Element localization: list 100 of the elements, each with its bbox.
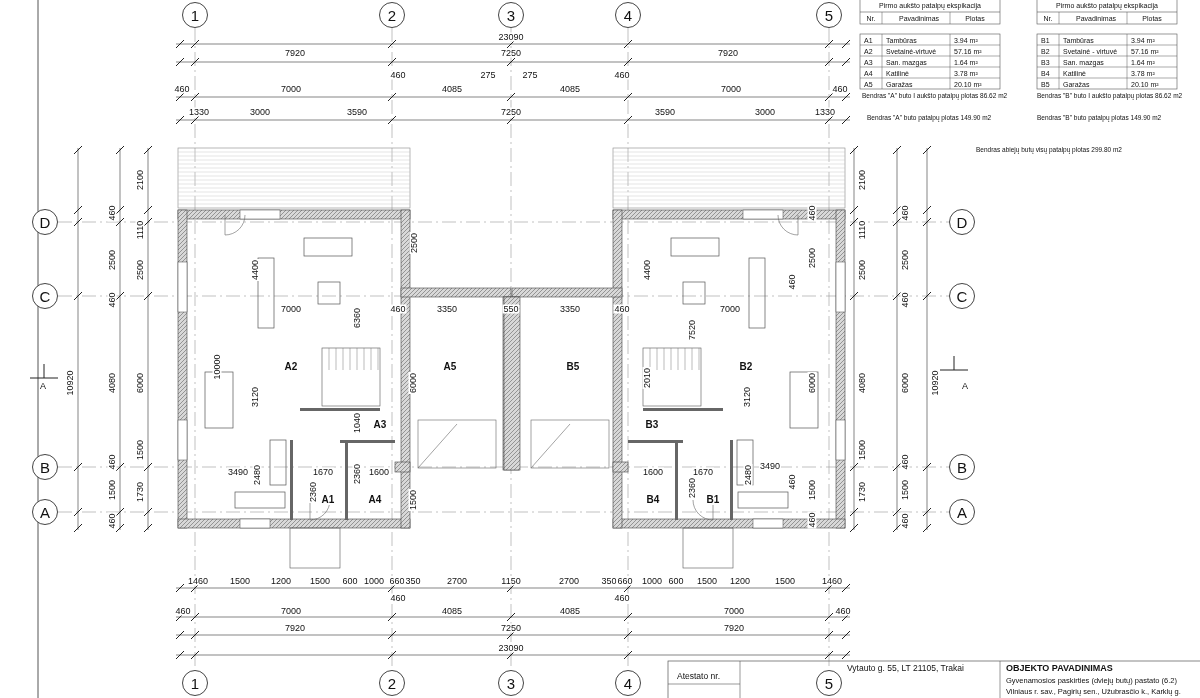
dimension-label: 2480 bbox=[743, 464, 753, 486]
dimension-label: 7250 bbox=[500, 48, 522, 58]
dimension-label: 460 bbox=[174, 606, 192, 616]
dimension-label: 460 bbox=[613, 70, 631, 80]
dimension-label: 7000 bbox=[280, 84, 302, 94]
dimension-label: 1500 bbox=[107, 479, 117, 501]
dimension-label: 4400 bbox=[250, 259, 260, 281]
title-block-heading: OBJEKTO PAVADINIMAS bbox=[1005, 663, 1114, 673]
dimension-label: 2100 bbox=[857, 169, 867, 191]
room-label: A3 bbox=[372, 420, 388, 430]
dimension-label: 1500 bbox=[857, 439, 867, 461]
dimension-label: 6000 bbox=[807, 372, 817, 394]
grid-bubble: A bbox=[949, 499, 975, 525]
title-block-text: Atestato nr. bbox=[676, 671, 721, 681]
dimension-label: 2480 bbox=[252, 464, 262, 486]
dimension-label: 10920 bbox=[65, 369, 75, 397]
grid-bubble: 3 bbox=[498, 670, 524, 696]
dimension-label: 460 bbox=[107, 204, 117, 222]
dimension-label: 460 bbox=[107, 512, 117, 530]
dimension-label: 7920 bbox=[723, 623, 745, 633]
room-label: A2 bbox=[283, 362, 299, 372]
dimension-label: 460 bbox=[173, 84, 191, 94]
dimension-label: 4085 bbox=[441, 84, 463, 94]
dimension-label: 7000 bbox=[720, 84, 742, 94]
dimension-label: 3000 bbox=[249, 107, 271, 117]
grid-bubble: C bbox=[949, 283, 975, 309]
room-label: B4 bbox=[645, 495, 661, 505]
dimension-label: 1000 bbox=[641, 576, 663, 586]
grid-bubble: B bbox=[949, 454, 975, 480]
dimension-label: 7920 bbox=[284, 48, 306, 58]
grid-bubble: 5 bbox=[816, 2, 842, 28]
dimension-label: 460 bbox=[807, 511, 817, 529]
room-label: B3 bbox=[644, 420, 660, 430]
dimension-label: 460 bbox=[389, 304, 407, 314]
grid-bubble: 1 bbox=[182, 670, 208, 696]
dimension-label: 1200 bbox=[270, 576, 292, 586]
dimension-label: 1670 bbox=[312, 467, 334, 477]
dimension-label: 3590 bbox=[346, 107, 368, 117]
dimension-label: 1200 bbox=[729, 576, 751, 586]
dimension-label: 7920 bbox=[717, 48, 739, 58]
dimension-label: 2360 bbox=[308, 481, 318, 503]
dimension-label: 460 bbox=[900, 291, 910, 309]
grid-bubble: B bbox=[32, 454, 58, 480]
dimension-label: 1460 bbox=[187, 576, 209, 586]
dimension-label: 1000 bbox=[363, 576, 385, 586]
grid-bubble: 1 bbox=[182, 2, 208, 28]
room-label: B5 bbox=[565, 362, 581, 372]
grid-bubble: 5 bbox=[816, 670, 842, 696]
grid-bubble: 4 bbox=[615, 2, 641, 28]
dimension-label: 6000 bbox=[135, 372, 145, 394]
dimension-label: 4080 bbox=[107, 372, 117, 394]
grid-bubble: 2 bbox=[379, 670, 405, 696]
dimension-label: 600 bbox=[667, 576, 685, 586]
dimension-label: 460 bbox=[613, 304, 631, 314]
dimension-label: 460 bbox=[389, 593, 407, 603]
dimension-label: 460 bbox=[613, 593, 631, 603]
dimension-label: 1110 bbox=[135, 219, 145, 241]
dimension-label: 1330 bbox=[188, 107, 210, 117]
grid-bubble: 2 bbox=[379, 2, 405, 28]
dimension-label: 3120 bbox=[250, 386, 260, 408]
dimension-label: 23090 bbox=[497, 32, 525, 42]
dimension-label: 1730 bbox=[135, 481, 145, 503]
dimension-label: 600 bbox=[341, 576, 359, 586]
dimension-label: 2010 bbox=[642, 367, 652, 389]
dimension-label: 460 bbox=[900, 453, 910, 471]
section-label: A bbox=[39, 381, 47, 391]
dimension-label: 275 bbox=[521, 70, 539, 80]
dimension-label: 460 bbox=[831, 84, 849, 94]
dimension-label: 2500 bbox=[135, 259, 145, 281]
dimension-label: 3350 bbox=[559, 304, 581, 314]
dimension-label: 460 bbox=[787, 473, 797, 491]
dimension-label: 7000 bbox=[280, 304, 302, 314]
dimension-label: 3490 bbox=[759, 461, 781, 471]
dimension-label: 10000 bbox=[212, 353, 222, 381]
dimension-label: 2360 bbox=[687, 477, 697, 499]
dimension-label: 1500 bbox=[309, 576, 331, 586]
dimension-label: 2700 bbox=[446, 576, 468, 586]
dimension-label: 3490 bbox=[227, 467, 249, 477]
grid-bubble: A bbox=[32, 499, 58, 525]
dimension-label: 1730 bbox=[857, 481, 867, 503]
dimension-label: 1460 bbox=[821, 576, 843, 586]
dimension-label: 4085 bbox=[559, 606, 581, 616]
dimension-label: 7920 bbox=[284, 623, 306, 633]
dimension-label: 2500 bbox=[409, 232, 419, 254]
dimension-label: 7520 bbox=[687, 319, 697, 341]
dimension-label: 7250 bbox=[500, 107, 522, 117]
dimension-label: 2100 bbox=[135, 169, 145, 191]
dimension-label: 3350 bbox=[436, 304, 458, 314]
dimension-label: 10920 bbox=[930, 369, 940, 397]
dimension-label: 1500 bbox=[696, 576, 718, 586]
dimension-label: 460 bbox=[807, 204, 817, 222]
grid-bubble: 3 bbox=[498, 2, 524, 28]
grid-bubble: D bbox=[32, 209, 58, 235]
dimension-label: 1500 bbox=[408, 489, 418, 511]
dimension-label: 2700 bbox=[558, 576, 580, 586]
dimension-label: 460 bbox=[900, 204, 910, 222]
dimension-label: 3000 bbox=[754, 107, 776, 117]
dimension-label: 7000 bbox=[280, 606, 302, 616]
dimension-label: 4085 bbox=[559, 84, 581, 94]
dimension-label: 3590 bbox=[654, 107, 676, 117]
